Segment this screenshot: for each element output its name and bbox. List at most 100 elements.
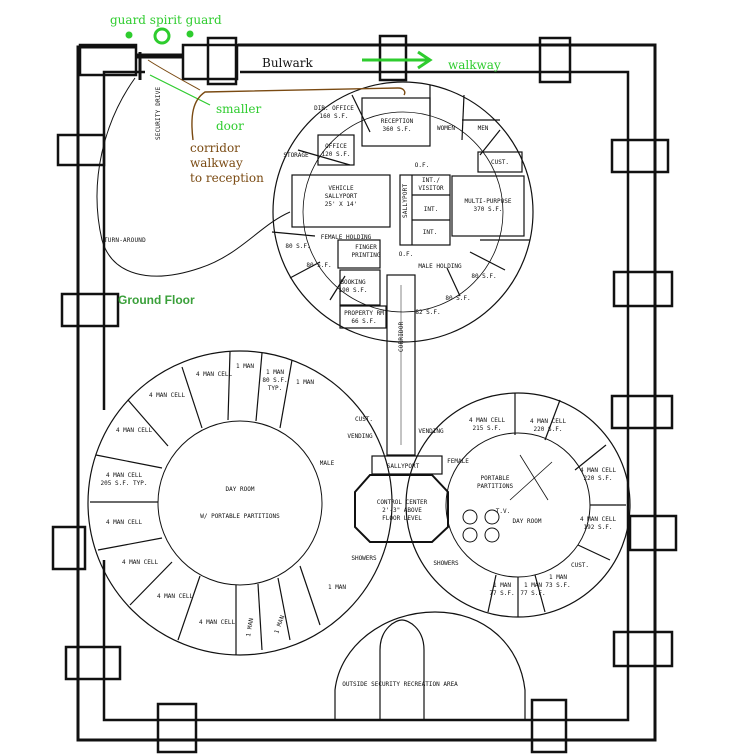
control-center-height: 2'-3" ABOVE	[382, 507, 422, 514]
tv-label: T.V.	[496, 508, 510, 515]
guard-spirit-guard-label: guard spirit guard	[110, 13, 222, 27]
male-cell-5: 4 MAN CELL	[106, 519, 143, 526]
female-cell-d-sf: 192 S.F.	[584, 524, 613, 531]
male-cell-4: 4 MAN CELL	[106, 472, 143, 479]
female-cell-c: 4 MAN CELL	[580, 467, 617, 474]
men-label: MEN	[478, 125, 489, 132]
int-visitor-label: INT./	[422, 177, 440, 184]
turn-around-label: TURN-AROUND	[104, 237, 146, 244]
guard-markers	[125, 27, 194, 45]
male-housing	[87, 350, 393, 656]
control-center	[354, 455, 449, 543]
office-sf: 120 S.F.	[322, 151, 351, 158]
vehicle-label: VEHICLE	[328, 185, 354, 192]
partitions-label: PARTITIONS	[477, 483, 514, 490]
female-cell-a: 4 MAN CELL	[469, 417, 506, 424]
female-one-b: 1 MAN	[524, 582, 542, 589]
showers-right-label: SHOWERS	[433, 560, 459, 567]
multi-purpose-label: MULTI-PURPOSE	[465, 198, 512, 205]
booking-label: BOOKING	[340, 279, 366, 286]
storage-label: STORAGE	[283, 152, 309, 159]
male-cell-1: 4 MAN CELL	[196, 371, 233, 378]
male-cell-2: 4 MAN CELL	[149, 392, 186, 399]
male-cell-6: 4 MAN CELL	[122, 559, 159, 566]
sf80-b-label: 80 S.F.	[306, 262, 331, 269]
security-drive-label: SECURITY DRIVE	[155, 86, 162, 140]
male-one-c: 1 MAN	[296, 379, 314, 386]
male-one-b: 1 MAN	[266, 369, 284, 376]
control-center-floor: FLOOR LEVEL	[382, 515, 422, 522]
male-holding-label: MALE HOLDING	[418, 263, 462, 270]
property-rm-label: PROPERTY RM	[344, 310, 384, 317]
dir-office-sf: 160 S.F.	[320, 113, 349, 120]
female-housing	[405, 392, 631, 618]
female-cell-a-sf: 215 S.F.	[473, 425, 502, 432]
of-top-label: O.F.	[415, 162, 429, 169]
outer-wall	[76, 43, 657, 742]
corridor-label: corridor	[190, 141, 240, 155]
female-cell-b-sf: 220 S.F.	[534, 426, 563, 433]
corridor	[386, 274, 416, 456]
walkway-label: walkway	[448, 58, 501, 72]
women-label: WOMEN	[437, 125, 455, 132]
sallyport-size: 25' X 14'	[325, 201, 358, 208]
cust-female-label: CUST.	[571, 562, 589, 569]
of-mid-label: O.F.	[399, 251, 413, 258]
booking-sf: 190 S.F.	[339, 287, 368, 294]
guard-towers	[51, 34, 678, 754]
male-cell-7: 4 MAN CELL	[157, 593, 194, 600]
male-one-b-typ: TYP.	[268, 385, 282, 392]
female-cell-c-sf: 220 S.F.	[584, 475, 613, 482]
female-holding-label: FEMALE HOLDING	[321, 234, 372, 241]
male-day-room: DAY ROOM	[226, 486, 255, 493]
female-cell-b: 4 MAN CELL	[530, 418, 567, 425]
sf80-a-label: 80 S.F.	[285, 243, 310, 250]
male-cell-4-sf: 205 S.F. TYP.	[101, 480, 148, 487]
int-2-label: INT.	[423, 229, 437, 236]
inner-wall	[102, 70, 630, 722]
male-cell-8: 4 MAN CELL	[199, 619, 236, 626]
male-one-e: 1 MAN	[273, 614, 286, 634]
door-pointer	[149, 74, 211, 106]
male-label: MALE	[320, 460, 335, 467]
reception-sf: 360 S.F.	[383, 126, 412, 133]
printing-label: PRINTING	[352, 252, 381, 259]
walkway-label-2: walkway	[190, 156, 243, 170]
sallyport-vertical-label: SALLYPORT	[402, 184, 409, 218]
hex-tables	[462, 509, 500, 543]
sf80-c-label: 80 S.F.	[471, 273, 496, 280]
finger-label: FINGER	[355, 244, 377, 251]
male-one-b-sf: 80 S.F.	[262, 377, 287, 384]
ground-floor-label: Ground Floor	[118, 293, 195, 307]
security-drive	[96, 77, 291, 277]
corridor-vertical-label: CORRIDOR	[398, 321, 405, 352]
female-one-a: 1 MAN	[493, 582, 511, 589]
vending-left-label: VENDING	[347, 433, 373, 440]
female-day-room: DAY ROOM	[513, 518, 542, 525]
corridor-path	[191, 87, 406, 141]
door-label: door	[216, 119, 244, 133]
female-one-b-sf: 77 S.F.	[520, 590, 545, 597]
outside-rec-label: OUTSIDE SECURITY RECREATION AREA	[342, 681, 458, 688]
to-reception-label: to reception	[190, 171, 264, 185]
sf80-d-label: 80 S.F.	[445, 295, 470, 302]
female-cell-d: 4 MAN CELL	[580, 516, 617, 523]
int-1-label: INT.	[424, 206, 438, 213]
female-label: FEMALE	[447, 458, 469, 465]
male-cell-3: 4 MAN CELL	[116, 427, 153, 434]
male-partitions: W/ PORTABLE PARTITIONS	[200, 513, 280, 520]
vending-right-label: VENDING	[418, 428, 444, 435]
admin-building	[271, 81, 534, 343]
showers-left-label: SHOWERS	[351, 555, 377, 562]
female-one-c: 1 MAN	[549, 574, 567, 581]
female-one-c-sf: 73 S.F.	[545, 582, 570, 589]
male-one-a: 1 MAN	[236, 363, 254, 370]
cust-mid-label: CUST.	[355, 416, 373, 423]
reception-label: RECEPTION	[381, 118, 414, 125]
property-rm-sf: 66 S.F.	[351, 318, 376, 325]
sf82-label: 82 S.F.	[415, 309, 440, 316]
male-one-f: 1 MAN	[328, 584, 346, 591]
cust-top-label: CUST.	[491, 159, 509, 166]
